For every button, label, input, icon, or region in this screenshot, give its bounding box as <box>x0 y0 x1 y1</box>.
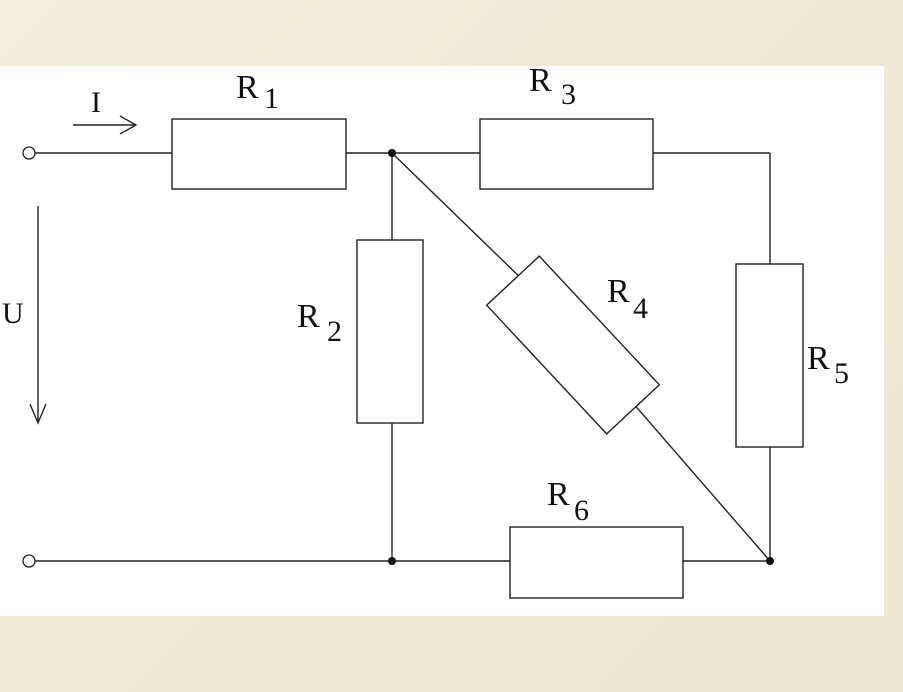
svg-text:R: R <box>547 476 570 513</box>
terminal-top <box>22 146 36 160</box>
svg-text:5: 5 <box>834 357 849 390</box>
svg-text:3: 3 <box>561 78 576 111</box>
label-r1: R 1 <box>236 69 279 115</box>
svg-text:4: 4 <box>633 292 648 325</box>
label-r4: R 4 <box>607 273 648 325</box>
resistor-r4 <box>485 255 661 435</box>
svg-text:R: R <box>297 298 320 335</box>
current-label: I <box>91 86 101 119</box>
label-r2: R 2 <box>297 298 342 348</box>
junction-node-a <box>388 149 396 157</box>
svg-text:R: R <box>236 69 259 106</box>
svg-text:6: 6 <box>574 494 589 527</box>
resistor-r5 <box>735 263 804 448</box>
label-r6: R 6 <box>547 476 589 527</box>
label-r5: R 5 <box>807 340 849 390</box>
resistor-r2 <box>356 239 424 424</box>
resistor-r3 <box>479 118 654 190</box>
wire-node-a-to-r4 <box>391 152 530 287</box>
svg-text:R: R <box>807 340 830 377</box>
svg-text:2: 2 <box>327 315 342 348</box>
voltage-label: U <box>2 297 24 330</box>
label-r3: R 3 <box>529 62 576 111</box>
junction-node-b <box>388 557 396 565</box>
current-arrow-icon <box>73 115 138 135</box>
junction-node-c <box>766 557 774 565</box>
svg-text:R: R <box>529 62 552 99</box>
voltage-arrow-icon <box>29 206 47 425</box>
terminal-bottom <box>22 554 36 568</box>
resistor-r1 <box>171 118 347 190</box>
resistor-r6 <box>509 526 684 599</box>
svg-text:R: R <box>607 273 630 310</box>
wire-r4-to-node-c <box>631 401 771 562</box>
svg-text:1: 1 <box>264 82 279 115</box>
